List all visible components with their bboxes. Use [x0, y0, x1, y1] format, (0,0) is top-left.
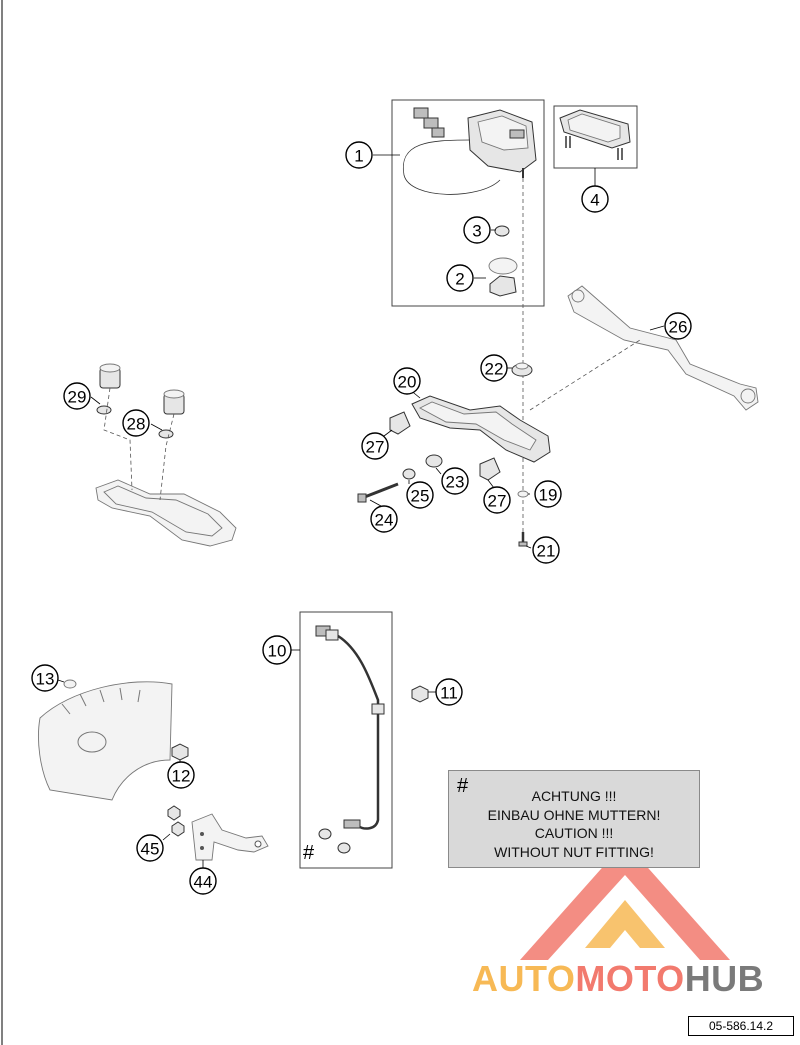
mount-28-axis-line [159, 413, 175, 501]
callout-44: 44 [189, 867, 217, 895]
svg-text:11: 11 [440, 684, 458, 703]
damper-27-right-part [479, 457, 501, 481]
callout-28: 28 [122, 409, 150, 437]
svg-text:29: 29 [68, 388, 87, 407]
svg-text:26: 26 [669, 318, 688, 337]
svg-text:12: 12 [172, 767, 191, 786]
callout-13: 13 [31, 664, 59, 692]
speed-sensor-cable-part [315, 625, 385, 854]
clip-set-part [488, 257, 518, 297]
watermark-part3: HUB [684, 958, 765, 999]
washer-23-part [425, 454, 443, 468]
callout-23: 23 [441, 467, 469, 495]
note-line-1: ACHTUNG !!! [531, 788, 617, 804]
svg-text:27: 27 [488, 492, 507, 511]
brake-disc-part [38, 681, 173, 801]
callout-27-right: 27 [483, 486, 511, 514]
nut-12-part [171, 743, 189, 761]
callout-29: 29 [63, 382, 91, 410]
svg-text:10: 10 [268, 642, 287, 661]
watermark-text: AUTOMOTOHUB [472, 958, 764, 1000]
callout-10: 10 [262, 635, 292, 665]
watermark-part1: AUTO [472, 958, 576, 999]
washer-19-part [517, 490, 529, 498]
spacer-25-part [402, 468, 416, 480]
svg-text:2: 2 [455, 270, 464, 289]
callout-22: 22 [480, 354, 508, 382]
callout-4: 4 [581, 185, 609, 213]
callout-24: 24 [370, 505, 398, 533]
note-lines: ACHTUNG !!! EINBAU OHNE MUTTERN! CAUTION… [449, 787, 699, 861]
cover-kit-frame [553, 105, 638, 169]
callout-2: 2 [446, 264, 474, 292]
svg-text:4: 4 [590, 191, 599, 210]
callout-12: 12 [167, 761, 195, 789]
nut-11-part [411, 685, 429, 703]
svg-text:21: 21 [537, 542, 556, 561]
callout-1: 1 [345, 141, 373, 169]
svg-text:1: 1 [354, 147, 363, 166]
mount-29-axis-line [103, 387, 133, 491]
svg-text:13: 13 [36, 670, 55, 689]
callout-25: 25 [406, 481, 434, 509]
bracket-axis-line [529, 339, 641, 411]
instrument-holder-part [411, 395, 551, 463]
svg-text:27: 27 [366, 438, 385, 457]
screw-21-part [518, 532, 528, 547]
callout-45: 45 [136, 834, 164, 862]
svg-text:3: 3 [472, 222, 481, 241]
svg-text:23: 23 [446, 473, 465, 492]
rubber-mount-29-part [96, 363, 121, 415]
caution-note: # ACHTUNG !!! EINBAU OHNE MUTTERN! CAUTI… [448, 770, 700, 868]
screw-24-part [357, 482, 399, 503]
rubber-mount-28-part [158, 389, 185, 439]
rubber-bushing-22-part [511, 362, 533, 377]
seal-ring-part [494, 225, 510, 237]
leader-lines [57, 154, 665, 869]
callout-21: 21 [532, 536, 560, 564]
callout-20: 20 [393, 367, 421, 395]
holder-outline-part [95, 479, 237, 547]
watermark-part2: MOTO [575, 958, 685, 999]
sensor-bracket-44-part [191, 813, 269, 861]
svg-text:28: 28 [127, 415, 146, 434]
document-number: 05-586.14.2 [688, 1016, 794, 1036]
damper-27-left-part [389, 411, 411, 435]
note-line-3: CAUTION !!! [534, 825, 614, 841]
note-line-2: EINBAU OHNE MUTTERN! [487, 806, 661, 823]
sensor-kit-frame [299, 611, 393, 869]
note-line-4: WITHOUT NUT FITTING! [494, 843, 654, 860]
callout-26: 26 [664, 312, 692, 340]
clip-13-part [63, 679, 77, 689]
speedometer-part [402, 107, 537, 195]
callout-27-left: 27 [361, 432, 389, 460]
svg-text:45: 45 [141, 840, 160, 859]
callout-11: 11 [435, 678, 463, 706]
mounting-bracket-part [567, 285, 759, 411]
svg-text:24: 24 [375, 511, 394, 530]
svg-text:25: 25 [411, 487, 430, 506]
callout-19: 19 [534, 480, 562, 508]
svg-text:19: 19 [539, 486, 558, 505]
svg-text:20: 20 [398, 373, 417, 392]
callout-3: 3 [463, 216, 491, 244]
speedometer-kit-frame [391, 99, 545, 307]
screws-45-part [167, 805, 185, 837]
svg-text:22: 22 [485, 360, 504, 379]
cover-part [559, 109, 631, 160]
note-hash-symbol: # [457, 775, 469, 797]
watermark-logo-icon [520, 842, 730, 960]
sensor-hash-mark: # [303, 842, 315, 864]
svg-text:44: 44 [194, 873, 213, 892]
